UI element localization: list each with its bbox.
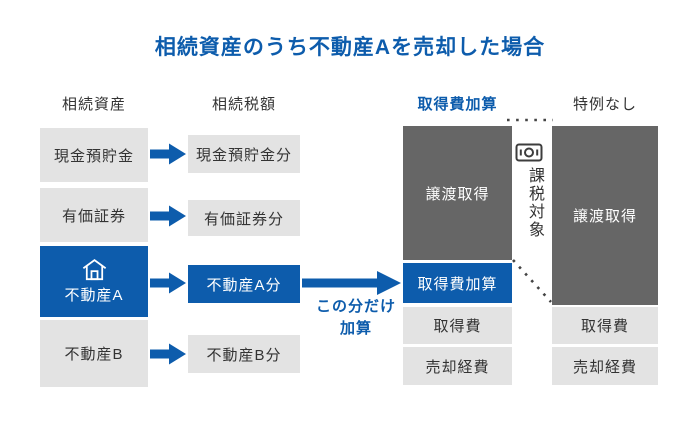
arrow-right-icon	[150, 204, 186, 233]
addition-box-transfer-gain: 譲渡取得	[403, 126, 512, 260]
addition-box-acquisition-cost: 取得費	[403, 307, 512, 344]
tax-label-estate-b: 不動産B分	[206, 346, 282, 364]
arrow-note-line1: この分だけ	[315, 298, 396, 315]
asset-label-cash: 現金預貯金	[53, 147, 134, 165]
asset-box-estate-b: 不動産B	[40, 320, 148, 387]
taxable-target-label: 課税対象	[526, 167, 543, 239]
page-title: 相続資産のうち不動産Aを売却した場合	[154, 36, 546, 59]
asset-label-estate-b: 不動産B	[64, 346, 124, 363]
taxable-range-dotted-lines	[503, 110, 561, 315]
tax-box-estate-b: 不動産B分	[188, 335, 300, 373]
nospecial-box-sale-expense: 売却経費	[552, 347, 658, 385]
header-no-special-provision: 特例なし	[572, 96, 637, 113]
addition-label-acquisition-cost: 取得費	[433, 318, 482, 335]
addition-box-cost-addition: 取得費加算	[403, 263, 512, 303]
arrow-right-icon	[150, 271, 186, 300]
nospecial-box-transfer-gain: 譲渡取得	[552, 126, 658, 305]
header-inherited-assets: 相続資産	[61, 96, 126, 113]
asset-box-securities: 有価証券	[40, 188, 148, 242]
tax-box-estate-a: 不動産A分	[188, 265, 300, 303]
arrow-right-icon	[150, 342, 186, 371]
asset-label-estate-a: 不動産A	[64, 287, 124, 304]
nospecial-box-acquisition-cost: 取得費	[552, 307, 658, 344]
tax-box-cash: 現金預貯金分	[188, 135, 300, 173]
arrow-note: この分だけ 加算	[298, 296, 414, 340]
asset-box-cash: 現金預貯金	[40, 128, 148, 182]
addition-box-sale-expense: 売却経費	[403, 347, 512, 385]
tax-label-cash: 現金預貯金分	[195, 146, 292, 164]
addition-label-transfer-gain: 譲渡取得	[425, 185, 490, 203]
banknote-icon	[515, 141, 543, 169]
header-inheritance-tax: 相続税額	[211, 96, 276, 113]
addition-label-sale-expense: 売却経費	[425, 358, 490, 376]
nospecial-label-acquisition-cost: 取得費	[580, 318, 629, 335]
arrow-long-right-icon	[302, 270, 401, 301]
header-acquisition-cost-addition: 取得費加算	[417, 96, 498, 113]
asset-label-securities: 有価証券	[61, 207, 126, 225]
asset-box-estate-a: 不動産A	[40, 246, 148, 317]
arrow-right-icon	[150, 142, 186, 171]
nospecial-label-sale-expense: 売却経費	[572, 358, 637, 376]
tax-box-securities: 有価証券分	[188, 200, 300, 236]
nospecial-label-transfer-gain: 譲渡取得	[572, 208, 637, 225]
tax-label-securities: 有価証券分	[203, 210, 284, 228]
tax-label-estate-a: 不動産A分	[206, 276, 282, 294]
addition-label-cost-addition: 取得費加算	[417, 275, 498, 293]
house-icon	[82, 258, 107, 281]
arrow-note-line2: 加算	[339, 320, 372, 337]
